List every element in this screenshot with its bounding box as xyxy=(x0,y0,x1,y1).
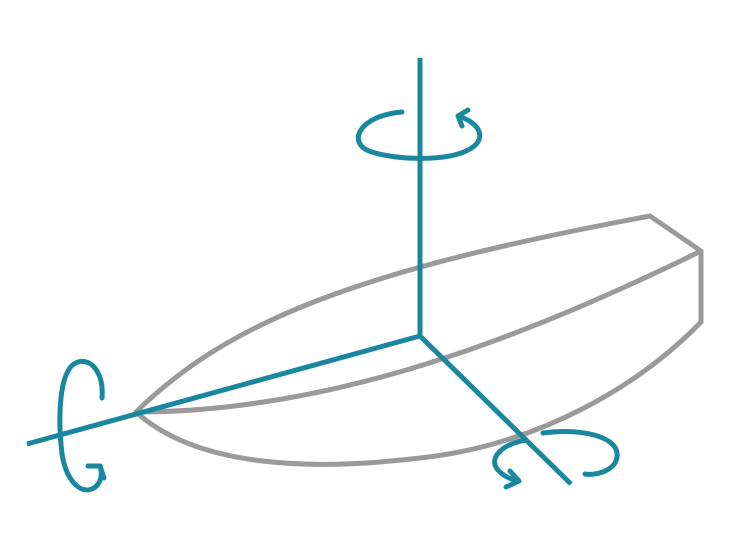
longitudinal-roll-axis xyxy=(26,333,421,447)
pitch-arrowhead xyxy=(503,468,522,490)
pitch-rotation-ring xyxy=(492,429,620,484)
hull-deck-lower-edge xyxy=(133,248,704,415)
boat-hull xyxy=(133,213,704,467)
yaw-rotation-arrow-icon xyxy=(355,107,483,161)
lateral-pitch-axis xyxy=(418,334,573,486)
hull-keel-bottom xyxy=(133,319,704,467)
yaw-arrowhead xyxy=(455,107,471,129)
hull-deck-upper-edge xyxy=(133,213,653,415)
pitch-rotation-arrow-icon xyxy=(492,429,620,490)
roll-rotation-ring xyxy=(57,358,105,493)
roll-rotation-arrow-icon xyxy=(57,358,107,493)
yaw-rotation-ring xyxy=(355,109,483,161)
roll-arrowhead xyxy=(85,463,107,481)
hull-transom xyxy=(647,213,704,325)
rotation-axes xyxy=(26,58,573,486)
